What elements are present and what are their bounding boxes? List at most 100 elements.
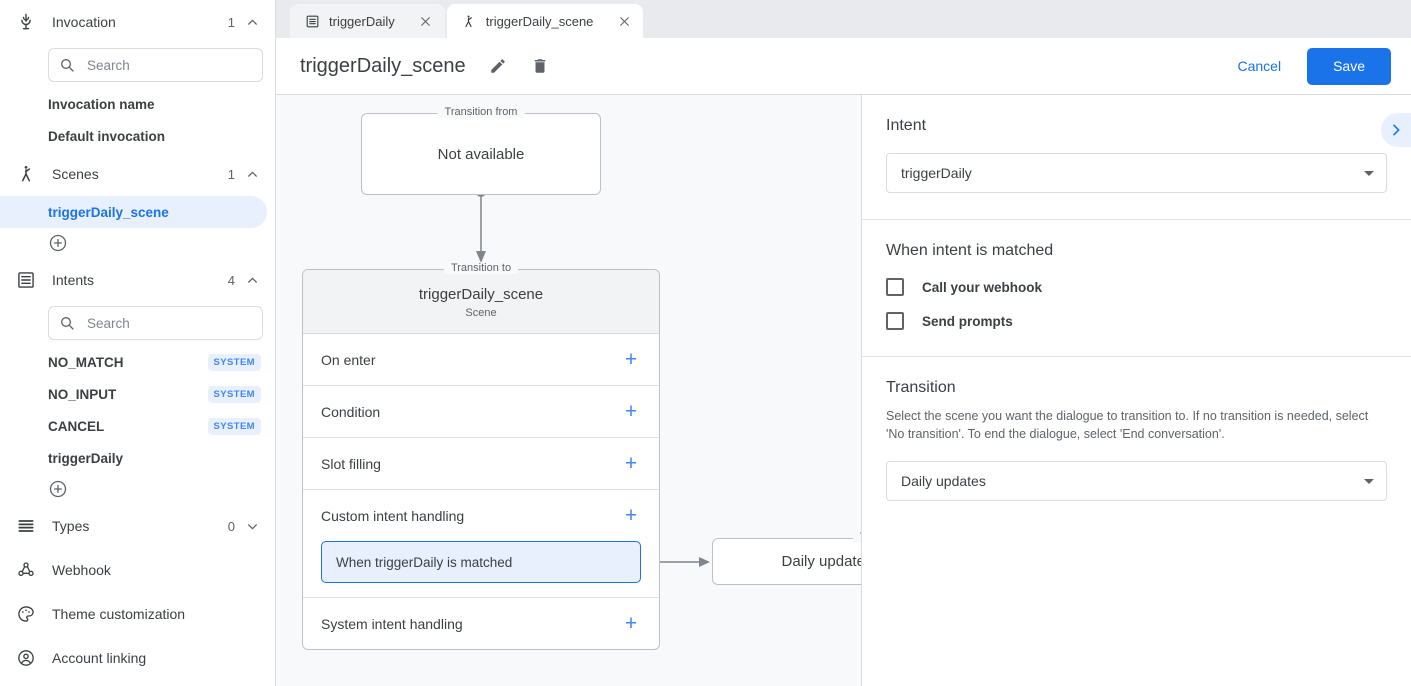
sidebar-item-invocation-name[interactable]: Invocation name <box>0 88 275 120</box>
sidebar-item-triggerdaily[interactable]: triggerDaily <box>0 442 275 474</box>
call-your-webhook-checkbox[interactable] <box>886 278 904 296</box>
send-prompts-checkbox[interactable] <box>886 312 904 330</box>
intent-select[interactable]: triggerDaily <box>886 153 1387 193</box>
add-intent-row <box>0 474 275 504</box>
scene-row-custom-intent-handling: Custom intent handling + When triggerDai… <box>303 490 659 598</box>
intent-block: Intent triggerDaily <box>862 95 1411 220</box>
sidebar-item-label: Theme customization <box>52 606 186 622</box>
add-intent-button[interactable] <box>48 479 68 499</box>
custom-intent-chip[interactable]: When triggerDaily is matched <box>321 541 641 583</box>
add-scene-row <box>0 228 275 258</box>
cancel-button[interactable]: Cancel <box>1223 50 1295 82</box>
sidebar-item-label: triggerDaily_scene <box>48 204 169 220</box>
save-button[interactable]: Save <box>1307 47 1391 85</box>
sidebar-item-theme-customization[interactable]: Theme customization <box>0 592 275 636</box>
scene-row-label: On enter <box>321 351 376 368</box>
pencil-icon[interactable] <box>488 56 508 76</box>
microphone-icon <box>14 10 38 34</box>
sidebar-item-label: NO_MATCH <box>48 354 124 370</box>
scene-row-label: System intent handling <box>321 615 463 632</box>
send-prompts-row[interactable]: Send prompts <box>886 312 1387 330</box>
scene-row-head: Slot filling + <box>321 438 641 489</box>
sidebar-section-label: Invocation <box>52 14 116 30</box>
transition-select-value: Daily updates <box>901 473 986 490</box>
intents-search-input[interactable] <box>85 314 252 332</box>
sidebar-section-invocation[interactable]: Invocation 1 <box>0 0 275 44</box>
sidebar-section-intents[interactable]: Intents 4 <box>0 258 275 302</box>
sidebar-item-no-match[interactable]: NO_MATCH SYSTEM <box>0 346 275 378</box>
types-icon <box>14 514 38 538</box>
chevron-up-icon[interactable] <box>245 167 259 181</box>
transition-select[interactable]: Daily updates <box>886 461 1387 502</box>
add-on-enter-button[interactable]: + <box>624 348 638 371</box>
scene-row-head: Custom intent handling + <box>321 490 641 541</box>
daily-updates-text: Daily updates <box>781 553 861 570</box>
chevron-right-icon[interactable] <box>1381 113 1411 147</box>
scene-row-head: System intent handling + <box>321 598 641 649</box>
scene-node-subtitle: Scene <box>465 307 497 319</box>
scene-row-slot-filling: Slot filling + <box>303 438 659 490</box>
add-slot-filling-button[interactable]: + <box>624 452 638 475</box>
intents-icon <box>14 268 38 292</box>
chevron-down-icon[interactable] <box>245 519 259 533</box>
add-system-intent-button[interactable]: + <box>624 612 638 635</box>
scene-row-label: Condition <box>321 403 381 420</box>
invocation-search-input[interactable] <box>85 56 252 74</box>
sidebar-item-label: Account linking <box>52 650 147 666</box>
body-split: Transition from Not available Transition… <box>276 95 1411 686</box>
sidebar-item-triggerdaily-scene[interactable]: triggerDaily_scene <box>0 196 267 228</box>
main-area: triggerDaily triggerDaily_scene <box>276 0 1411 686</box>
sidebar-item-no-input[interactable]: NO_INPUT SYSTEM <box>0 378 275 410</box>
daily-updates-node[interactable]: Transition to Daily updates <box>712 531 861 585</box>
transition-block: Transition Select the scene you want the… <box>862 357 1411 527</box>
intent-heading: Intent <box>886 117 927 134</box>
add-condition-button[interactable]: + <box>624 400 638 423</box>
scene-node[interactable]: Transition to triggerDaily_scene Scene O… <box>302 262 660 650</box>
webhook-icon <box>14 558 38 582</box>
sidebar-item-account-linking[interactable]: Account linking <box>0 636 275 680</box>
scene-row-label: Slot filling <box>321 455 381 472</box>
sidebar-section-types[interactable]: Types 0 <box>0 504 275 548</box>
status-badge: SYSTEM <box>207 353 261 371</box>
sidebar-item-webhook[interactable]: Webhook <box>0 548 275 592</box>
chevron-up-icon[interactable] <box>245 273 259 287</box>
sidebar-section-label: Types <box>52 518 90 534</box>
invocation-search[interactable] <box>48 48 263 82</box>
tab-triggerdaily[interactable]: triggerDaily <box>290 4 445 38</box>
sidebar-item-label: Webhook <box>52 562 111 578</box>
left-sidebar: Invocation 1 Invocation name Default inv… <box>0 0 276 686</box>
transition-from-node[interactable]: Transition from Not available <box>361 106 601 195</box>
dropdown-caret-icon <box>1364 170 1374 176</box>
sidebar-section-count: 1 <box>227 166 235 182</box>
sidebar-item-cancel[interactable]: CANCEL SYSTEM <box>0 410 275 442</box>
call-your-webhook-row[interactable]: Call your webhook <box>886 278 1387 296</box>
sidebar-item-backend-services[interactable]: Backend services <box>0 680 275 686</box>
search-icon <box>61 59 74 72</box>
add-custom-intent-button[interactable]: + <box>624 504 638 527</box>
sidebar-section-count: 4 <box>227 272 235 288</box>
transition-to-legend: Transition to <box>852 531 861 543</box>
chevron-up-icon[interactable] <box>245 15 259 29</box>
close-icon[interactable] <box>417 12 435 30</box>
tab-triggerdaily-scene[interactable]: triggerDaily_scene <box>446 4 644 38</box>
sidebar-item-label: Invocation name <box>48 96 155 112</box>
when-intent-matched-block: When intent is matched Call your webhook… <box>862 220 1411 357</box>
status-badge: SYSTEM <box>207 385 261 403</box>
transition-from-text: Not available <box>437 145 525 163</box>
tab-label: triggerDaily <box>329 13 395 29</box>
palette-icon <box>14 602 38 626</box>
scene-row-on-enter: On enter + <box>303 334 659 386</box>
scene-node-title: triggerDaily_scene <box>418 286 544 303</box>
trash-icon[interactable] <box>530 56 550 76</box>
page-title: triggerDaily_scene <box>300 54 466 77</box>
status-badge: SYSTEM <box>207 417 261 435</box>
intents-search[interactable] <box>48 306 263 340</box>
scene-graph-canvas[interactable]: Transition from Not available Transition… <box>276 95 862 686</box>
sidebar-section-scenes[interactable]: Scenes 1 <box>0 152 275 196</box>
close-icon[interactable] <box>615 12 633 30</box>
sidebar-item-default-invocation[interactable]: Default invocation <box>0 120 275 152</box>
add-scene-button[interactable] <box>48 233 68 253</box>
sidebar-section-label: Intents <box>52 272 95 288</box>
transition-description: Select the scene you want the dialogue t… <box>886 409 1369 442</box>
scene-row-head: On enter + <box>321 334 641 385</box>
